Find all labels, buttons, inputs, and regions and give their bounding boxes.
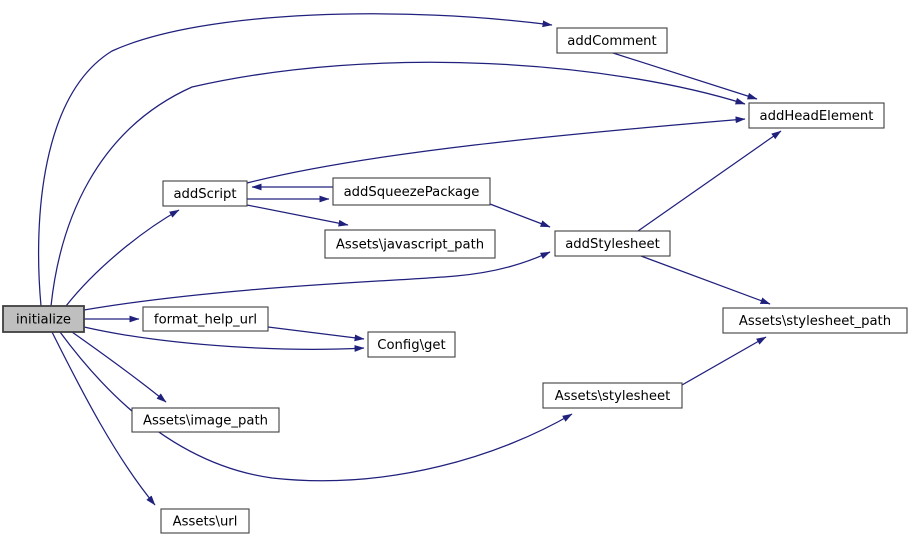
node-box-assets-image-path[interactable] — [131, 407, 280, 433]
edge-initialize-to-assets-image-path — [71, 331, 167, 403]
node-label-format-help-url: format_help_url — [154, 313, 257, 328]
edge-add-script-to-assets-javascript-path — [246, 204, 349, 227]
edge-initialize-to-assets-stylesheet — [59, 331, 573, 482]
node-add-squeeze-package[interactable]: addSqueezePackage — [332, 177, 491, 206]
edge-add-stylesheet-to-assets-stylesheet-path — [640, 255, 771, 305]
node-format-help-url[interactable]: format_help_url — [142, 306, 269, 332]
node-add-script[interactable]: addScript — [162, 180, 248, 207]
edges-layer — [37, 13, 782, 506]
node-box-add-squeeze-package[interactable] — [332, 177, 491, 206]
edge-add-stylesheet-to-add-head-element — [637, 130, 782, 232]
node-label-assets-stylesheet: Assets\stylesheet — [555, 389, 671, 404]
node-assets-stylesheet[interactable]: Assets\stylesheet — [542, 382, 683, 409]
node-assets-javascript-path[interactable]: Assets\javascript_path — [324, 229, 496, 259]
node-box-initialize[interactable] — [2, 305, 85, 333]
edge-initialize-to-add-head-element — [50, 61, 746, 307]
node-label-add-stylesheet: addStylesheet — [565, 237, 660, 252]
node-label-assets-stylesheet-path: Assets\stylesheet_path — [739, 314, 891, 329]
node-box-add-stylesheet[interactable] — [554, 230, 671, 257]
node-label-assets-javascript-path: Assets\javascript_path — [336, 238, 484, 253]
node-label-add-head-element: addHeadElement — [760, 109, 874, 124]
node-box-add-script[interactable] — [162, 180, 248, 207]
node-label-assets-image-path: Assets\image_path — [143, 414, 268, 429]
edge-initialize-to-config-get — [83, 326, 365, 352]
edge-format-help-url-to-config-get — [267, 326, 365, 342]
node-box-format-help-url[interactable] — [142, 306, 269, 332]
edge-add-script-to-add-head-element — [246, 116, 746, 184]
edge-initialize-to-add-comment — [37, 13, 553, 307]
node-config-get[interactable]: Config\get — [367, 331, 456, 358]
node-box-assets-stylesheet[interactable] — [542, 382, 683, 409]
node-initialize[interactable]: initialize — [2, 305, 85, 333]
node-box-assets-url[interactable] — [160, 508, 250, 534]
edge-initialize-to-add-stylesheet — [83, 251, 551, 311]
node-assets-image-path[interactable]: Assets\image_path — [131, 407, 280, 433]
node-assets-stylesheet-path[interactable]: Assets\stylesheet_path — [722, 307, 908, 334]
node-box-add-head-element[interactable] — [748, 102, 885, 129]
edge-assets-stylesheet-to-assets-stylesheet-path — [681, 336, 767, 386]
edge-add-comment-to-add-head-element — [612, 52, 758, 100]
node-label-add-squeeze-package: addSqueezePackage — [344, 185, 480, 200]
edge-initialize-to-assets-url — [51, 331, 156, 506]
node-box-assets-stylesheet-path[interactable] — [722, 307, 908, 334]
node-box-add-comment[interactable] — [556, 27, 668, 54]
node-label-initialize: initialize — [16, 313, 71, 328]
edge-add-squeeze-package-to-add-stylesheet — [489, 203, 551, 228]
edge-initialize-to-add-script — [65, 209, 180, 307]
node-box-assets-javascript-path[interactable] — [324, 229, 496, 259]
node-label-assets-url: Assets\url — [173, 515, 238, 530]
node-box-config-get[interactable] — [367, 331, 456, 358]
node-add-stylesheet[interactable]: addStylesheet — [554, 230, 671, 257]
node-assets-url[interactable]: Assets\url — [160, 508, 250, 534]
node-label-add-comment: addComment — [567, 34, 656, 49]
nodes-layer: initialize addComment addHeadElement addScr… — [2, 27, 908, 534]
node-add-head-element[interactable]: addHeadElement — [748, 102, 885, 129]
node-label-config-get: Config\get — [377, 338, 445, 353]
node-label-add-script: addScript — [173, 187, 236, 202]
node-add-comment[interactable]: addComment — [556, 27, 668, 54]
